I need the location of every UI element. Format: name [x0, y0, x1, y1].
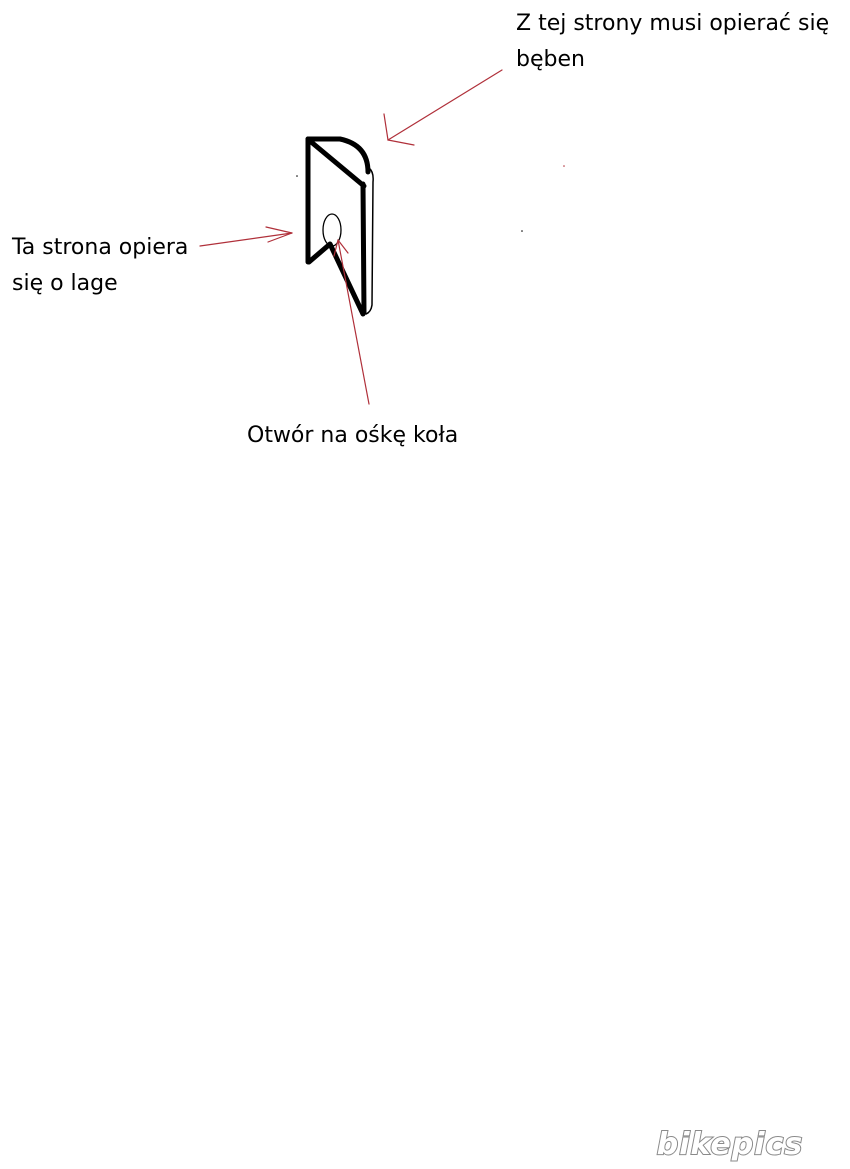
arrow-icon [199, 226, 293, 247]
annotation-arrows [199, 69, 565, 405]
svg-text:bikepics: bikepics [657, 1127, 803, 1162]
drum-side-label-line1: Z tej strony musi opierać się [516, 11, 830, 36]
drum-side-label-line2: bęben [516, 47, 585, 72]
part-thickness-edge [365, 167, 374, 315]
axle-hole-icon [322, 213, 342, 247]
arrow-icon [333, 239, 370, 405]
swingarm-side-label: Ta strona opiera się o lage [12, 230, 188, 302]
arrow-icon [383, 69, 503, 146]
bikepics-watermark-logo: bikepics [656, 1126, 803, 1163]
part-bottom-diagonal [306, 241, 366, 317]
swingarm-side-label-line2: się o lage [12, 271, 118, 296]
part-top-edge [305, 136, 371, 175]
swingarm-side-label-line1: Ta strona opiera [12, 235, 189, 260]
part-top-diagonal [307, 138, 367, 189]
bracket-part-icon [296, 136, 523, 317]
drum-side-label: Z tej strony musi opierać się bęben [516, 6, 829, 78]
axle-hole-label: Otwór na ośkę koła [247, 423, 459, 448]
part-right-edge [360, 181, 367, 315]
